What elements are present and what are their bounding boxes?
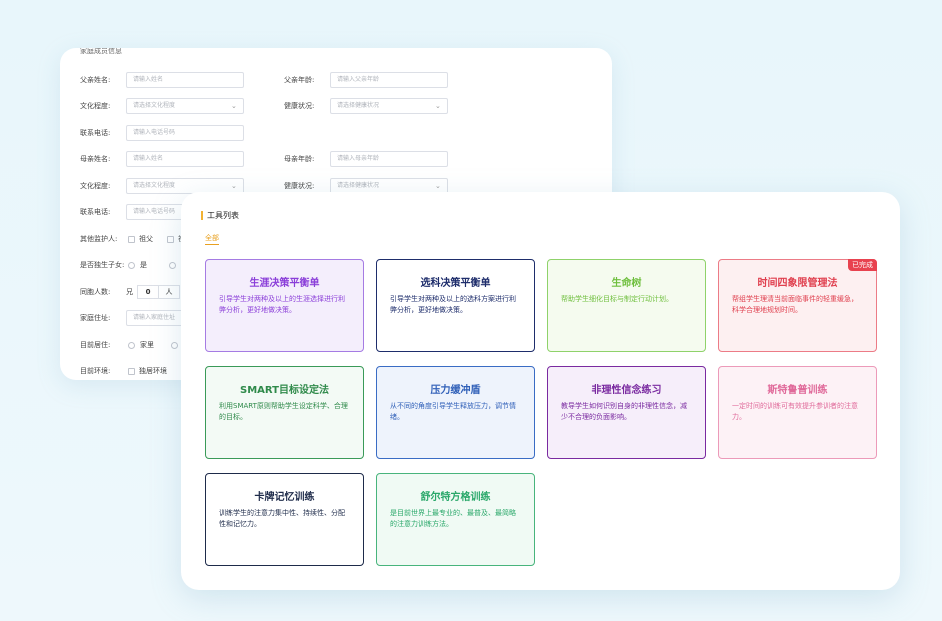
tool-name: 非理性信念练习 xyxy=(591,385,662,396)
tool-desc: 利用SMART原则帮助学生设定科学、合理的目标。 xyxy=(219,402,348,421)
radio-icon xyxy=(171,341,178,349)
tool-name: 舒尔特方格训练 xyxy=(420,492,491,503)
father-health-select[interactable]: 请选择健康状况 ⌄ xyxy=(330,98,448,114)
residence-opt1-text: 家里 xyxy=(140,341,154,349)
father-age-label: 父亲年龄: xyxy=(284,76,315,84)
radio-icon xyxy=(169,261,176,269)
father-phone-row: 联系电话: 请输入电话号码 xyxy=(60,125,612,141)
address-label: 家庭住址: xyxy=(80,314,111,322)
only-child-label: 是否独生子女: xyxy=(80,261,125,269)
siblings-unit: 人 xyxy=(158,285,180,299)
tool-name: 生涯决策平衡单 xyxy=(249,278,320,289)
tool-desc: 教导学生如何识别自身的非理性信念，减少不合理的负面影响。 xyxy=(561,402,687,421)
tab-all[interactable]: 全部 xyxy=(205,234,219,245)
mother-name-input[interactable]: 请输入姓名 xyxy=(126,151,244,167)
form-section-title: 家庭成员信息 xyxy=(80,48,122,55)
tools-title: 工具列表 xyxy=(201,211,239,220)
father-edu-select[interactable]: 请选择文化程度 ⌄ xyxy=(126,98,244,114)
father-name-label: 父亲姓名: xyxy=(80,76,111,84)
tool-name: 斯特鲁普训练 xyxy=(767,385,828,396)
mother-phone-label: 联系电话: xyxy=(80,208,111,216)
tool-card-subject-balance[interactable]: 选科决策平衡单 引导学生对两种及以上的选科方案进行利弊分析，更好地做决策。 xyxy=(376,259,535,352)
father-name-input[interactable]: 请输入姓名 xyxy=(126,72,244,88)
tool-desc: 是目前世界上最专业的、最普及、最简略的注意力训练方法。 xyxy=(390,509,516,528)
tool-card-career-balance[interactable]: 生涯决策平衡单 引导学生对两种及以上的生涯选择进行利弊分析，更好地做决策。 xyxy=(205,259,364,352)
tool-card-irrational-belief[interactable]: 非理性信念练习 教导学生如何识别自身的非理性信念，减少不合理的负面影响。 xyxy=(547,366,706,459)
mother-health-label: 健康状况: xyxy=(284,182,315,190)
tool-name: 压力缓冲盾 xyxy=(430,385,481,396)
guardian-opt1-text: 祖父 xyxy=(139,235,153,243)
father-health-placeholder: 请选择健康状况 xyxy=(337,102,380,109)
tool-card-card-memory[interactable]: 卡牌记忆训练 训练学生的注意力集中性、持续性、分配性和记忆力。 xyxy=(205,473,364,566)
siblings-label: 同胞人数: xyxy=(80,288,111,296)
tool-desc: 引导学生对两种及以上的选科方案进行利弊分析，更好地做决策。 xyxy=(390,295,516,314)
chevron-down-icon: ⌄ xyxy=(435,102,441,110)
env-option[interactable]: 独居环境 xyxy=(128,363,167,379)
radio-icon xyxy=(128,261,135,269)
mother-row: 母亲姓名: 请输入姓名 母亲年龄: 请输入母亲年龄 xyxy=(60,151,612,167)
tool-card-stress-shield[interactable]: 压力缓冲盾 从不同的角度引导学生释放压力，调节情绪。 xyxy=(376,366,535,459)
tool-name: 生命树 xyxy=(611,278,642,289)
tools-panel: 工具列表 全部 生涯决策平衡单 引导学生对两种及以上的生涯选择进行利弊分析，更好… xyxy=(181,192,900,590)
tool-card-life-tree[interactable]: 生命树 帮助学生细化目标与制定行动计划。 xyxy=(547,259,706,352)
tool-desc: 帮组学生理清当前面临事件的轻重缓急，科学合理地规划时间。 xyxy=(732,295,858,314)
tool-desc: 帮助学生细化目标与制定行动计划。 xyxy=(561,295,673,303)
tool-name: SMART目标设定法 xyxy=(240,385,329,396)
father-age-input[interactable]: 请输入父亲年龄 xyxy=(330,72,448,88)
mother-name-label: 母亲姓名: xyxy=(80,155,111,163)
env-opt1-text: 独居环境 xyxy=(139,367,167,375)
residence-home-radio[interactable]: 家里 xyxy=(128,337,154,353)
father-health-label: 健康状况: xyxy=(284,102,315,110)
siblings-stepper[interactable]: 0 xyxy=(137,285,159,299)
chevron-down-icon: ⌄ xyxy=(435,182,441,190)
father-phone-input[interactable]: 请输入电话号码 xyxy=(126,125,244,141)
tool-card-time-quadrant[interactable]: 已完成 时间四象限管理法 帮组学生理清当前面临事件的轻重缓急，科学合理地规划时间… xyxy=(718,259,877,352)
checkbox-icon xyxy=(167,235,174,243)
mother-edu-select[interactable]: 请选择文化程度 ⌄ xyxy=(126,178,244,194)
completed-badge: 已完成 xyxy=(848,259,877,271)
tool-card-schulte[interactable]: 舒尔特方格训练 是目前世界上最专业的、最普及、最简略的注意力训练方法。 xyxy=(376,473,535,566)
tool-desc: 一定时间的训练可有效提升参训者的注意力。 xyxy=(732,402,858,421)
checkbox-icon xyxy=(128,367,135,375)
guardian-option-grandfather[interactable]: 祖父 xyxy=(128,231,153,247)
mother-age-input[interactable]: 请输入母亲年龄 xyxy=(330,151,448,167)
chevron-down-icon: ⌄ xyxy=(231,182,237,190)
env-row: 目前环境: 独居环境 xyxy=(60,363,612,379)
mother-edu-label: 文化程度: xyxy=(80,182,111,190)
tool-name: 选科决策平衡单 xyxy=(420,278,491,289)
checkbox-icon xyxy=(128,235,135,243)
tool-name: 卡牌记忆训练 xyxy=(254,492,315,503)
father-edu-placeholder: 请选择文化程度 xyxy=(133,102,176,109)
father-phone-label: 联系电话: xyxy=(80,129,111,137)
mother-health-placeholder: 请选择健康状况 xyxy=(337,182,380,189)
residence-label: 目前居住: xyxy=(80,341,111,349)
siblings-row: 同胞人数: 兄 0 人 xyxy=(60,284,612,300)
siblings-prefix: 兄 xyxy=(126,288,133,296)
guardian-label: 其他监护人: xyxy=(80,235,118,243)
chevron-down-icon: ⌄ xyxy=(231,102,237,110)
tool-desc: 从不同的角度引导学生释放压力，调节情绪。 xyxy=(390,402,516,421)
mother-edu-placeholder: 请选择文化程度 xyxy=(133,182,176,189)
tool-name: 时间四象限管理法 xyxy=(757,278,838,289)
father-edu-row: 文化程度: 请选择文化程度 ⌄ 健康状况: 请选择健康状况 ⌄ xyxy=(60,98,612,114)
radio-icon xyxy=(128,341,135,349)
only-child-yes-radio[interactable]: 是 xyxy=(128,257,147,273)
tool-desc: 训练学生的注意力集中性、持续性、分配性和记忆力。 xyxy=(219,509,345,528)
env-label: 目前环境: xyxy=(80,367,111,375)
tool-desc: 引导学生对两种及以上的生涯选择进行利弊分析，更好地做决策。 xyxy=(219,295,345,314)
father-edu-label: 文化程度: xyxy=(80,102,111,110)
only-child-yes-text: 是 xyxy=(140,261,147,269)
tool-card-stroop[interactable]: 斯特鲁普训练 一定时间的训练可有效提升参训者的注意力。 xyxy=(718,366,877,459)
tool-card-smart-goal[interactable]: SMART目标设定法 利用SMART原则帮助学生设定科学、合理的目标。 xyxy=(205,366,364,459)
father-row: 父亲姓名: 请输入姓名 父亲年龄: 请输入父亲年龄 xyxy=(60,72,612,88)
mother-age-label: 母亲年龄: xyxy=(284,155,315,163)
